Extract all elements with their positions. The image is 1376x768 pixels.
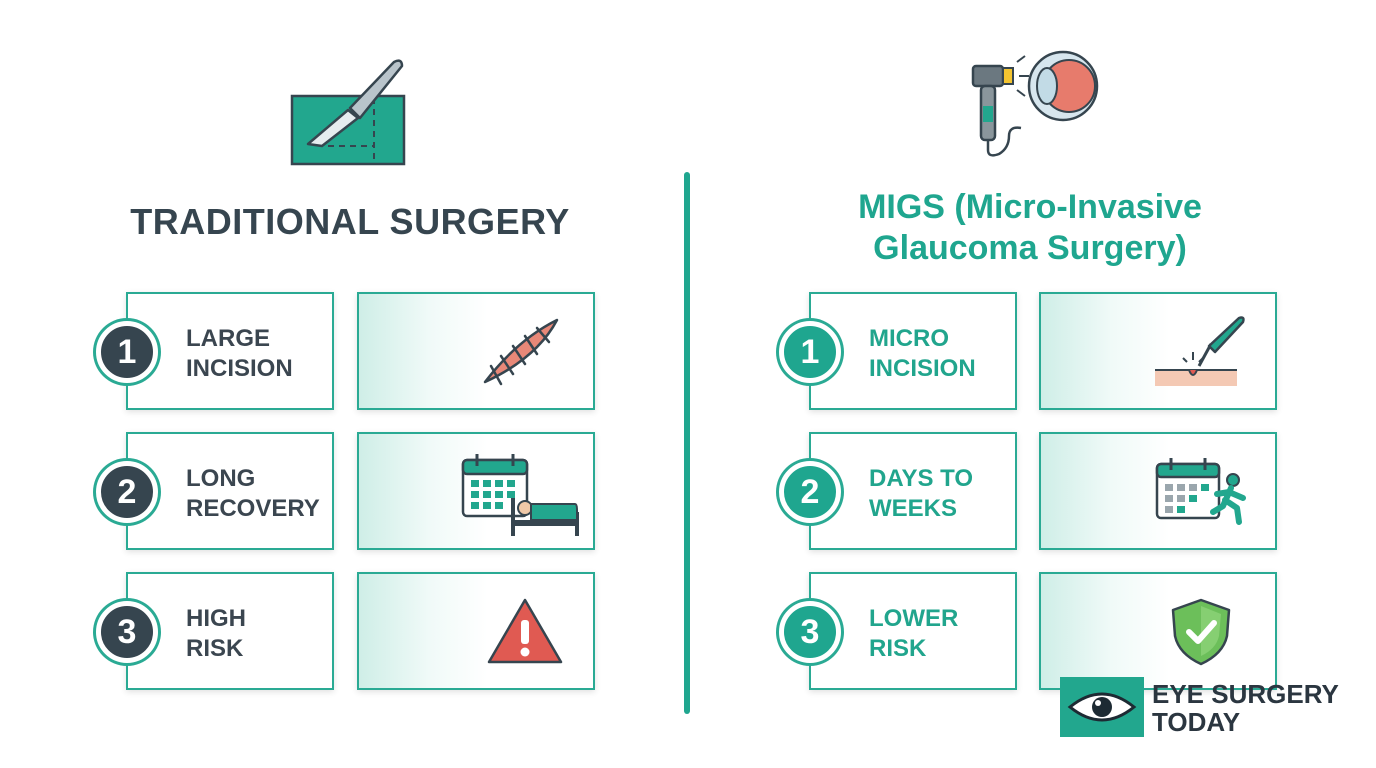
calendar-bed-icon: [461, 454, 579, 536]
eye-logo-icon: [1067, 692, 1137, 722]
left-item-2-number: 2: [96, 461, 158, 523]
left-item-1-label: LARGE INCISION: [186, 325, 293, 382]
right-item-2-label: DAYS TO WEEKS: [869, 465, 974, 522]
brand-logo: [1060, 677, 1144, 737]
ophthalmoscope-eye-icon: [971, 50, 1099, 157]
right-item-3-icon-box: [1039, 572, 1277, 690]
left-item-2-box: LONG RECOVERY: [126, 432, 334, 550]
right-item-1-label: MICRO INCISION: [869, 325, 976, 382]
migs-title: MIGS (Micro-Invasive Glaucoma Surgery): [858, 188, 1202, 268]
left-item-3-icon-box: [357, 572, 595, 690]
right-item-2-box: DAYS TO WEEKS: [809, 432, 1017, 550]
scalpel-icon: [290, 59, 406, 166]
right-item-3-label: LOWER RISK: [869, 605, 959, 662]
brand-name: EYE SURGERY TODAY: [1152, 679, 1339, 737]
stitched-incision-icon: [483, 318, 559, 386]
left-item-3-number: 3: [96, 601, 158, 663]
left-item-3-box: HIGH RISK: [126, 572, 334, 690]
right-item-1-number: 1: [779, 321, 841, 383]
right-item-2-icon-box: [1039, 432, 1277, 550]
left-item-1-box: LARGE INCISION: [126, 292, 334, 410]
warning-icon: [487, 598, 563, 664]
right-item-1-icon-box: [1039, 292, 1277, 410]
left-item-1-icon-box: [357, 292, 595, 410]
calendar-running-icon: [1155, 458, 1246, 525]
micro-incision-icon: [1155, 316, 1245, 386]
center-divider: [684, 172, 690, 714]
right-item-1-box: MICRO INCISION: [809, 292, 1017, 410]
left-item-1-number: 1: [96, 321, 158, 383]
right-item-3-box: LOWER RISK: [809, 572, 1017, 690]
left-item-3-label: HIGH RISK: [186, 605, 246, 662]
traditional-surgery-title: TRADITIONAL SURGERY: [130, 201, 570, 242]
right-item-3-number: 3: [779, 601, 841, 663]
left-item-2-icon-box: [357, 432, 595, 550]
shield-check-icon: [1171, 598, 1231, 666]
left-item-2-label: LONG RECOVERY: [186, 465, 320, 522]
right-item-2-number: 2: [779, 461, 841, 523]
